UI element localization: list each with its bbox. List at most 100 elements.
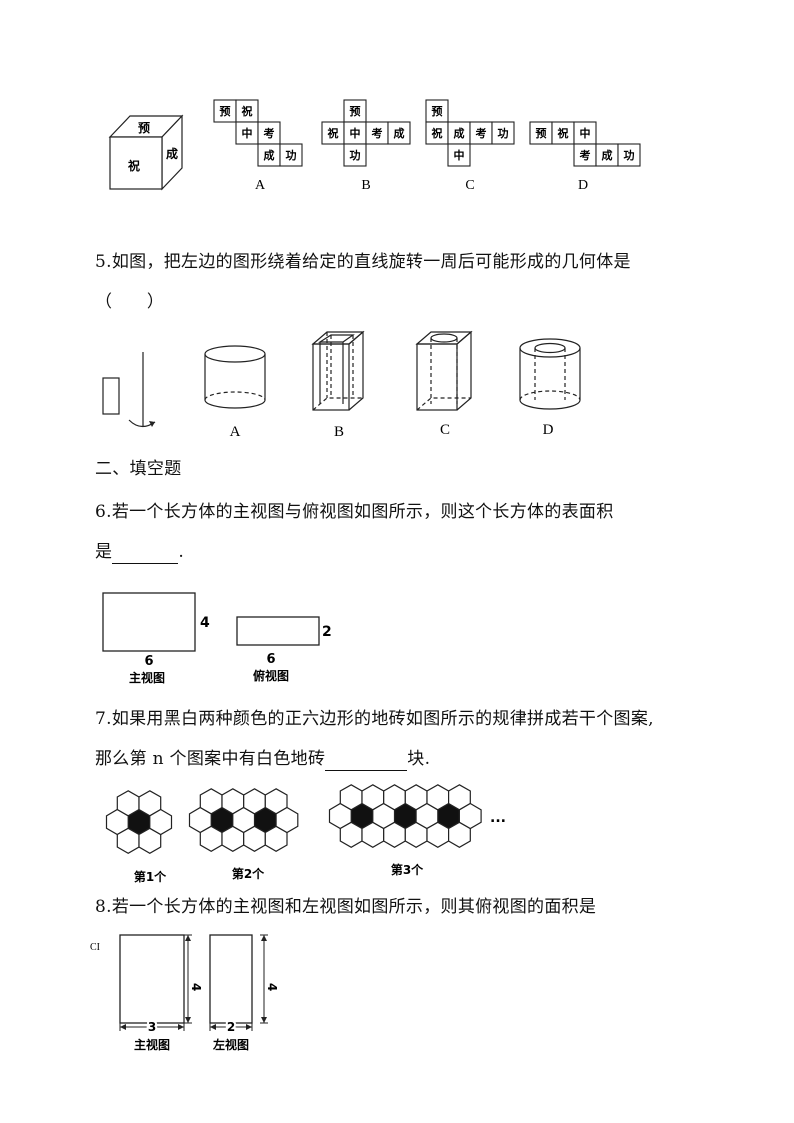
net-a	[213, 99, 303, 167]
q5-question-line2: （ ）	[95, 292, 165, 312]
white-hex-tile	[243, 825, 266, 852]
net-c-cell: 预	[432, 104, 443, 118]
q6-answer-blank[interactable]	[112, 545, 179, 564]
q5-question-line1: 5.如图，把左边的图形绕着给定的直线旋转一周后可能形成的几何体是	[95, 252, 631, 272]
option-b-label: B	[334, 424, 344, 440]
net-b-cell: 成	[394, 126, 405, 140]
option-b-prism	[311, 330, 365, 411]
cube-drawing	[108, 114, 184, 191]
net-d-cell: 考	[580, 148, 591, 162]
q6-question-line2: 是.	[95, 540, 184, 564]
option-c-label: C	[440, 422, 450, 438]
white-hex-tile	[149, 808, 173, 836]
net-d-cell: 预	[536, 126, 547, 140]
q4-figure: 预 祝 成 预 祝 中 考 成 功 A 预 祝 中 考 成 功 B 预	[108, 99, 641, 193]
white-hex-tile	[383, 784, 406, 811]
net-a-cell: 预	[220, 104, 231, 118]
white-hex-tile	[116, 790, 140, 817]
q6-front-view	[102, 592, 196, 652]
net-b-cell: 功	[350, 148, 361, 162]
q8-left-width: 2	[227, 1020, 235, 1034]
net-a-label: A	[255, 178, 266, 193]
q7-figure: 第1个 第2个 第3个 ...	[105, 784, 506, 884]
net-c-cell: 功	[498, 126, 509, 140]
white-hex-tile	[458, 802, 482, 830]
option-c-prism	[415, 330, 473, 411]
net-a-cell: 功	[286, 148, 297, 162]
net-b-cell: 中	[350, 126, 361, 140]
option-d-label: D	[543, 422, 554, 438]
section-title: 二、填空题	[95, 459, 182, 479]
q7-suffix: 块.	[407, 749, 431, 769]
q6-front-caption: 主视图	[129, 670, 165, 685]
cube-face-front: 祝	[128, 158, 140, 173]
q8-left-caption: 左视图	[212, 1037, 249, 1052]
q7-question-line2: 那么第 n 个图案中有白色地砖 块.	[95, 747, 430, 771]
white-hex-tile	[383, 821, 406, 848]
net-d	[529, 121, 641, 167]
option-a-cylinder	[204, 345, 266, 409]
net-d-cell: 成	[602, 148, 613, 162]
q7-caption-1: 第1个	[134, 869, 167, 884]
net-c-cell: 祝	[432, 126, 443, 140]
q8-front-caption: 主视图	[134, 1037, 170, 1052]
q6-front-height: 4	[200, 615, 210, 631]
white-hex-tile	[339, 784, 363, 811]
q6-front-width: 6	[144, 654, 153, 669]
net-a-cell: 中	[242, 126, 253, 140]
option-d-tube	[519, 338, 581, 410]
white-hex-tile	[426, 784, 450, 811]
net-b-cell: 祝	[328, 126, 339, 140]
q6-top-height: 2	[322, 624, 332, 640]
net-c-label: C	[465, 178, 474, 193]
q6-question-line1: 6.若一个长方体的主视图与俯视图如图所示，则这个长方体的表面积	[95, 502, 614, 522]
white-hex-tile	[199, 825, 223, 852]
q8-left-height: 4	[265, 983, 279, 991]
q8-side-mark: CI	[90, 942, 100, 953]
white-hex-tile	[275, 806, 299, 834]
net-c	[425, 99, 515, 167]
white-hex-tile	[243, 788, 266, 815]
cube-face-right: 成	[166, 146, 178, 161]
rotation-rectangle	[102, 377, 120, 415]
net-a-cell: 考	[264, 126, 275, 140]
net-d-cell: 功	[624, 148, 635, 162]
q7-prefix: 那么第 n 个图案中有白色地砖	[95, 749, 326, 769]
q5-figure: A B C D	[102, 330, 581, 440]
white-hex-tile	[199, 788, 223, 815]
white-hex-tile	[339, 821, 363, 848]
net-b-label: B	[361, 178, 370, 193]
q7-caption-2: 第2个	[232, 866, 265, 881]
net-a-cell: 祝	[242, 104, 253, 118]
q6-top-view	[236, 616, 320, 646]
q7-caption-3: 第3个	[391, 862, 424, 877]
q7-ellipsis: ...	[490, 810, 506, 826]
net-d-cell: 祝	[558, 126, 569, 140]
q8-front-width: 3	[148, 1020, 156, 1034]
q7-question-line1: 7.如果用黑白两种颜色的正六边形的地砖如图所示的规律拼成若干个图案,	[95, 709, 654, 729]
q8-front-height: 4	[189, 983, 203, 991]
cube-face-top: 预	[138, 121, 150, 135]
net-d-label: D	[578, 178, 588, 193]
q8-left-view	[209, 934, 253, 1024]
q6-suffix: .	[178, 542, 185, 562]
q6-top-width: 6	[266, 652, 275, 667]
q8-question-line1: 8.若一个长方体的主视图和左视图如图所示，则其俯视图的面积是	[95, 897, 597, 917]
white-hex-tile	[426, 821, 450, 848]
q6-top-caption: 俯视图	[253, 668, 289, 683]
net-b-cell: 预	[350, 104, 361, 118]
net-c-cell: 成	[454, 126, 465, 140]
net-a-cell: 成	[264, 148, 275, 162]
net-c-cell: 考	[476, 126, 487, 140]
net-c-cell: 中	[454, 148, 465, 162]
q7-answer-blank[interactable]	[325, 752, 408, 771]
q6-figure: 4 6 主视图 2 6 俯视图	[102, 592, 332, 685]
q8-front-view	[119, 934, 185, 1024]
net-d-cell: 中	[580, 126, 591, 140]
q6-prefix: 是	[95, 542, 113, 562]
option-a-label: A	[230, 424, 241, 440]
net-b	[321, 99, 411, 167]
net-b-cell: 考	[372, 126, 383, 140]
white-hex-tile	[116, 827, 140, 854]
q8-figure: CI 4 3 主视图 4 2 左视图	[90, 934, 279, 1052]
